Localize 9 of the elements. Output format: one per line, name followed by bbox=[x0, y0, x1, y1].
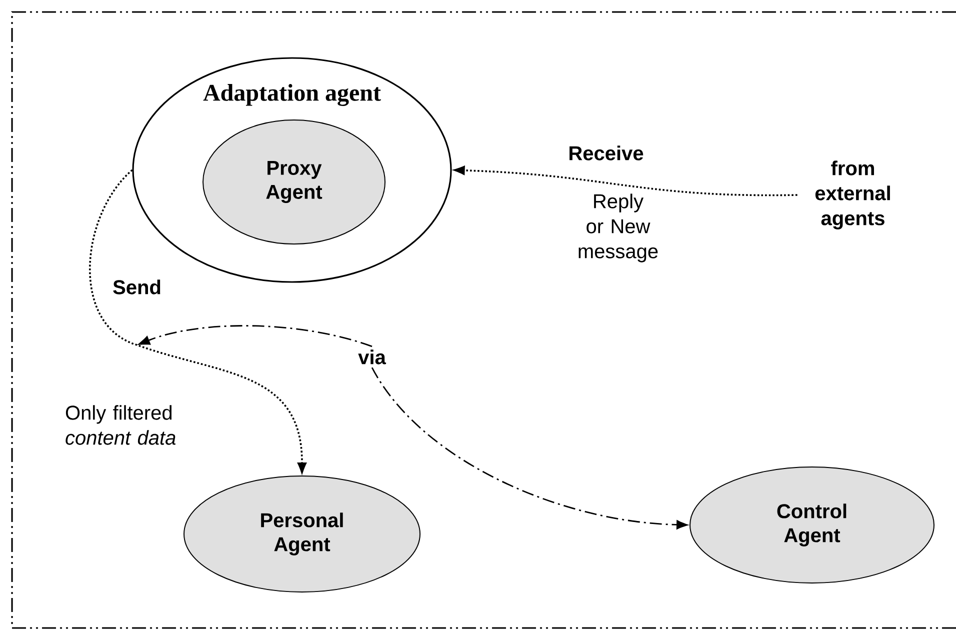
arrow bbox=[137, 325, 372, 348]
arrow bbox=[452, 165, 798, 196]
text-label: via bbox=[358, 350, 386, 364]
arrow bbox=[89, 169, 307, 476]
note-text: Only filtered content data bbox=[66, 405, 176, 445]
edge-label: Receive bbox=[566, 144, 646, 162]
note-text: Reply or New message bbox=[578, 194, 658, 262]
text-label: from external agents bbox=[815, 160, 890, 230]
arrow bbox=[371, 367, 690, 530]
